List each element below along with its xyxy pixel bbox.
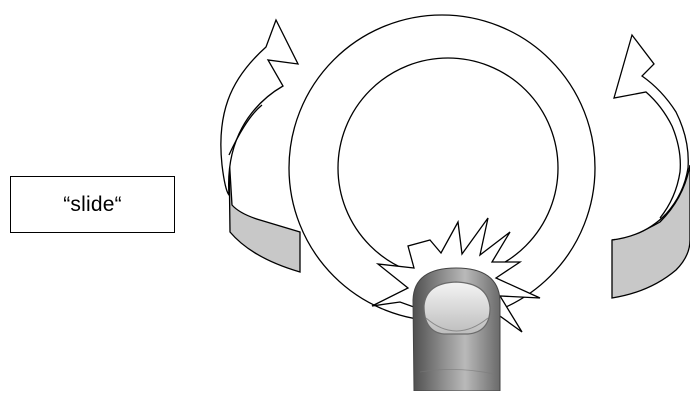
curved-arrow-clockwise-icon (611, 33, 690, 299)
left-arrow-body (220, 18, 300, 198)
left-arrow-shaded-side (228, 154, 301, 273)
finger-crease (419, 369, 495, 375)
right-arrow-body (611, 33, 689, 241)
finger-nail-bed (425, 317, 489, 332)
circular-ring (288, 14, 596, 322)
gesture-label-box: “slide“ (10, 176, 175, 233)
finger-icon (412, 267, 501, 392)
left-arrow-lower-sweep (228, 104, 263, 156)
finger-nail (423, 281, 491, 335)
curved-arrow-counterclockwise-icon (220, 18, 301, 273)
gesture-label: “slide“ (63, 192, 122, 216)
right-arrow-shaded-side (611, 164, 690, 299)
